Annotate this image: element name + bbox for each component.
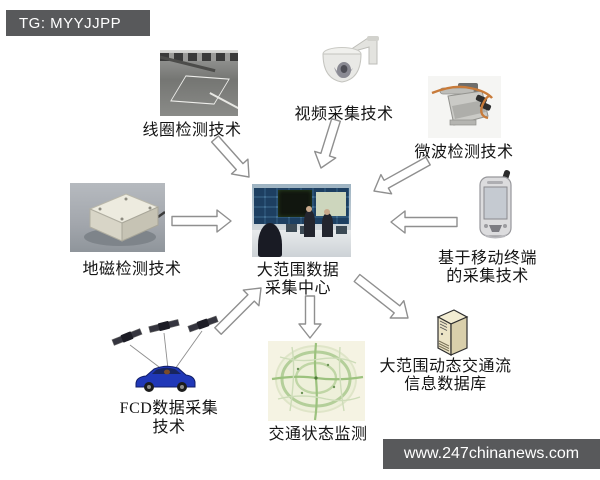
- satellite-icon: [187, 315, 219, 333]
- center-label-line2: 采集中心: [264, 280, 331, 297]
- induction-loop-outline: [170, 75, 230, 105]
- arrow-mobile-to-center: [390, 210, 458, 234]
- fcd-label-line1: FCD数据采集: [119, 400, 219, 417]
- arrow-loop-to-center: [210, 135, 250, 178]
- arrow-geomagnetic-to-center: [171, 209, 232, 233]
- mobile-label-line1: 基于移动终端: [437, 250, 537, 267]
- traffic-label: 交通状态监测: [268, 426, 368, 443]
- loop-label: 线圈检测技术: [142, 122, 242, 139]
- fcd-satellites-car-icon: [100, 312, 235, 398]
- operator-head: [324, 209, 330, 215]
- watermark-bottom-right: www.247chinanews.com: [383, 439, 600, 469]
- operator-standing: [304, 210, 315, 237]
- operator-seated: [258, 223, 282, 257]
- geomagnetic-sensor-photo: [70, 183, 165, 252]
- watermark-text: www.247chinanews.com: [403, 445, 580, 462]
- database-server-icon: [430, 308, 470, 358]
- operator-standing: [322, 213, 333, 237]
- video-label: 视频采集技术: [294, 106, 394, 123]
- monitor: [336, 226, 347, 234]
- dome-camera-icon: [308, 34, 388, 102]
- arrow-center-to-database: [353, 273, 409, 319]
- arrow-center-to-traffic: [298, 295, 322, 339]
- car-icon: [135, 365, 196, 392]
- map-screen: [316, 192, 346, 216]
- database-label-line1: 大范围动态交通流: [379, 358, 512, 375]
- fcd-label-line2: 技术: [152, 419, 186, 436]
- arrow-video-to-center: [314, 117, 341, 169]
- mobile-label-line2: 的采集技术: [446, 268, 529, 285]
- microwave-label: 微波检测技术: [414, 144, 514, 161]
- monitor: [286, 224, 297, 232]
- satellite-icon: [148, 319, 180, 333]
- gantry-structure: [160, 53, 238, 61]
- loop-detector-photo: [160, 50, 238, 116]
- center-label-line1: 大范围数据: [256, 262, 340, 279]
- satellite-icon: [111, 328, 143, 346]
- microwave-sensor-icon: [428, 76, 501, 138]
- watermark-top-left: TG: MYYJJPP: [6, 10, 150, 36]
- watermark-text: TG: MYYJJPP: [19, 14, 122, 32]
- geomagnetic-label: 地磁检测技术: [82, 261, 182, 278]
- arrow-microwave-to-center: [373, 156, 431, 195]
- database-label-line2: 信息数据库: [404, 376, 487, 393]
- data-center-photo: [252, 184, 351, 257]
- operator-head: [306, 206, 312, 212]
- road-network-map: [268, 341, 365, 421]
- pda-phone-icon: [475, 168, 519, 240]
